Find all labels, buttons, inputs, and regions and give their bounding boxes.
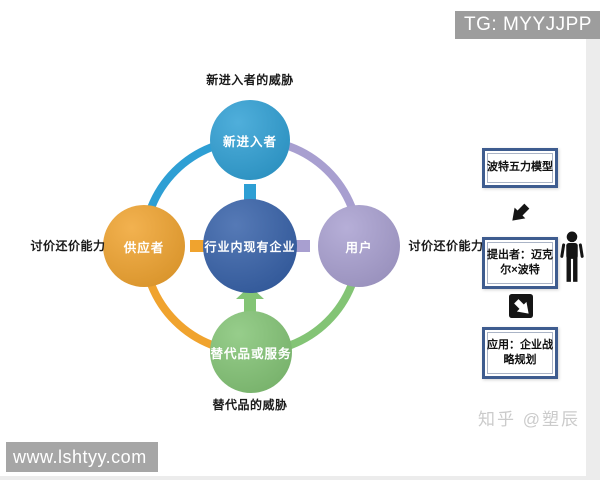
site-url-watermark: www.lshtyy.com	[6, 442, 158, 472]
node-industry-incumbents: 行业内现有企业	[203, 199, 297, 293]
node-new-entrants-label: 新进入者	[222, 134, 277, 149]
tg-watermark-badge: TG: MYYJJPP	[455, 11, 600, 39]
bottom-edge-shade	[0, 476, 600, 480]
author-box: 提出者：迈克尔×波特	[482, 237, 558, 289]
node-substitutes-label: 替代品或服务	[210, 346, 292, 361]
arrow-down-right-boxed-icon	[509, 294, 533, 318]
author-text: 提出者：迈克尔×波特	[487, 248, 553, 276]
label-bargaining-power-buyers: 讨价还价能力	[408, 239, 484, 253]
label-threat-of-substitutes: 替代品的威胁	[212, 398, 288, 412]
node-buyers: 用户	[318, 205, 400, 287]
tg-watermark-text: TG: MYYJJPP	[464, 14, 592, 35]
model-name-box: 波特五力模型	[482, 148, 558, 188]
application-text: 应用：企业战略规划	[487, 338, 553, 366]
application-box: 应用：企业战略规划	[482, 327, 558, 379]
node-substitutes: 替代品或服务	[210, 311, 292, 393]
node-suppliers: 供应者	[103, 205, 185, 287]
label-threat-of-new-entrants: 新进入者的威胁	[206, 73, 294, 87]
arrow-down-left-icon	[512, 203, 530, 221]
right-edge-shade	[586, 38, 600, 480]
node-new-entrants: 新进入者	[210, 100, 290, 180]
site-url-text: www.lshtyy.com	[13, 446, 147, 467]
person-icon	[560, 231, 584, 282]
node-suppliers-label: 供应者	[123, 240, 165, 255]
zhihu-credit-watermark: 知乎 @塑辰	[478, 410, 580, 429]
label-bargaining-power-suppliers: 讨价还价能力	[30, 239, 106, 253]
node-industry-incumbents-label: 行业内现有企业	[204, 239, 296, 254]
node-buyers-label: 用户	[345, 240, 373, 255]
model-name-text: 波特五力模型	[487, 161, 553, 174]
